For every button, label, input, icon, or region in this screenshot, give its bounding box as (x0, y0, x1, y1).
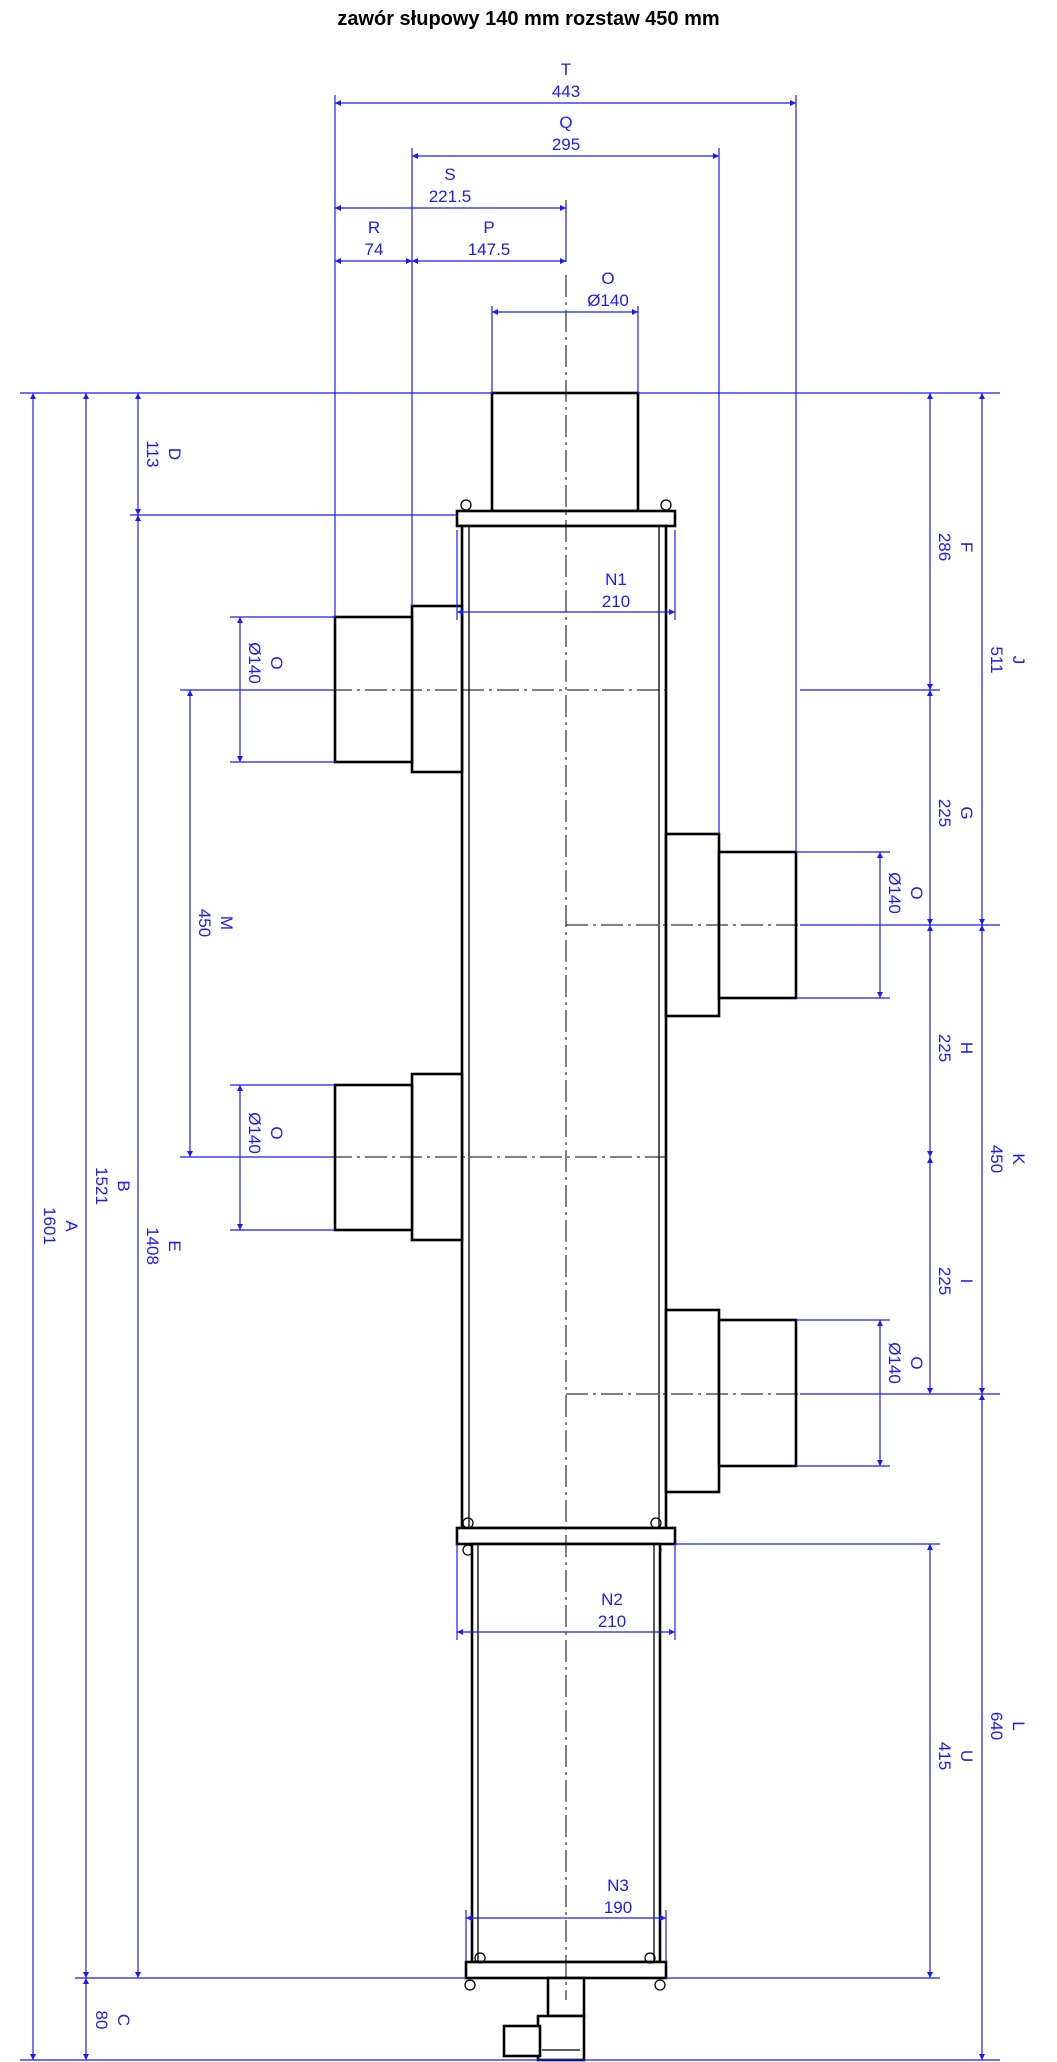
dim-O-letter: O (267, 656, 286, 669)
dim-N1-value: 210 (602, 592, 630, 611)
drain-valve (536, 2014, 586, 2062)
bolt-icon (464, 1979, 476, 1991)
bolt-icon (654, 1979, 666, 1991)
dimension-labels: T 443 Q 295 S 221.5 R 74 P 147.5 O Ø140 … (40, 60, 1028, 2029)
dim-O-letter: O (267, 1126, 286, 1139)
dim-U-value: 415 (935, 1742, 954, 1770)
dim-R-letter: R (368, 218, 380, 237)
dim-C-letter: C (114, 2014, 133, 2026)
dim-N3-letter: N3 (607, 1876, 629, 1895)
dim-U-letter: U (957, 1750, 976, 1762)
dim-A-letter: A (62, 1220, 81, 1232)
dim-B-letter: B (114, 1180, 133, 1191)
dim-L-letter: L (1009, 1721, 1028, 1730)
bolt-icon (660, 499, 672, 511)
dim-R-value: 74 (365, 240, 384, 259)
main-column (460, 524, 668, 1530)
dim-F-letter: F (957, 542, 976, 552)
dim-Q-value: 295 (552, 135, 580, 154)
dim-O-letter: O (601, 269, 614, 288)
dim-B-value: 1521 (92, 1167, 111, 1205)
dimension-lines (20, 95, 1000, 2061)
right-connector-collar (664, 1308, 721, 1494)
bolt-icon (644, 1952, 656, 1964)
dim-N3-value: 190 (604, 1898, 632, 1917)
left-connector-collar (410, 604, 464, 774)
dim-O-value: Ø140 (587, 291, 629, 310)
dim-O-value: Ø140 (885, 872, 904, 914)
bolt-icon (474, 1952, 486, 1964)
dim-O-value: Ø140 (885, 1342, 904, 1384)
dim-D-letter: D (165, 448, 184, 460)
dim-A-value: 1601 (40, 1207, 59, 1245)
dim-E-value: 1408 (143, 1227, 162, 1265)
bolt-icon (462, 1517, 474, 1529)
drain-handle (502, 2024, 542, 2058)
dim-O-value: Ø140 (245, 1112, 264, 1154)
dim-I-value: 225 (935, 1267, 954, 1295)
dim-N1-letter: N1 (605, 570, 627, 589)
top-pipe (490, 391, 640, 513)
dim-M-value: 450 (195, 909, 214, 937)
dim-Q-letter: Q (559, 113, 572, 132)
dim-E-letter: E (165, 1240, 184, 1251)
dim-S-letter: S (444, 165, 455, 184)
dim-J-value: 511 (987, 646, 1006, 673)
dim-G-value: 225 (935, 799, 954, 827)
dim-C-value: 80 (92, 2011, 111, 2030)
dim-P-value: 147.5 (468, 240, 511, 259)
dim-I-letter: I (957, 1279, 976, 1284)
drawing-title: zawór słupowy 140 mm rozstaw 450 mm (337, 8, 720, 30)
dim-N2-letter: N2 (601, 1590, 623, 1609)
dim-K-value: 450 (987, 1145, 1006, 1173)
dim-K-letter: K (1009, 1153, 1028, 1165)
dim-M-letter: M (217, 916, 236, 930)
dim-O-letter: O (907, 1356, 926, 1369)
dim-H-value: 225 (935, 1034, 954, 1062)
dim-L-value: 640 (987, 1712, 1006, 1740)
bolt-icon (650, 1517, 662, 1529)
bolt-icon (460, 499, 472, 511)
dim-H-letter: H (957, 1042, 976, 1054)
dim-O-value: Ø140 (245, 642, 264, 684)
dim-P-letter: P (483, 218, 494, 237)
dim-O-letter: O (907, 886, 926, 899)
dim-G-letter: G (957, 806, 976, 819)
centerlines (330, 275, 800, 2000)
dim-T-value: 443 (552, 82, 580, 101)
right-connector-pipe (717, 1318, 798, 1468)
dim-D-value: 113 (143, 440, 162, 467)
dim-N2-value: 210 (598, 1612, 626, 1631)
dim-S-value: 221.5 (429, 187, 472, 206)
dim-F-value: 286 (935, 533, 954, 561)
dim-J-letter: J (1009, 656, 1028, 665)
dim-T-letter: T (561, 60, 571, 79)
